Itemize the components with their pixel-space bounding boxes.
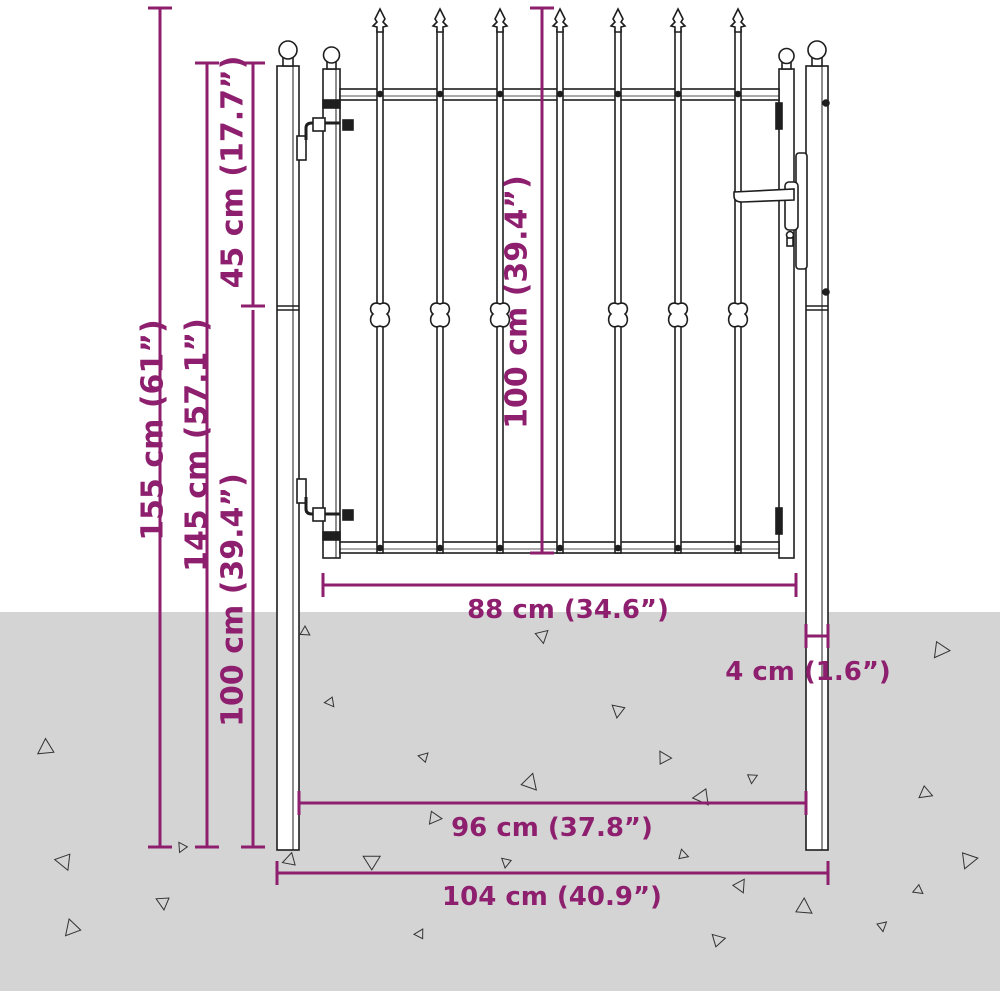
right-post bbox=[805, 40, 830, 851]
pebble bbox=[412, 928, 424, 940]
latch-bracket-bottom bbox=[775, 507, 783, 535]
pebble bbox=[500, 857, 513, 869]
pebble bbox=[64, 918, 82, 937]
gate-bar bbox=[489, 7, 511, 554]
pebble bbox=[659, 750, 673, 765]
pebble bbox=[711, 933, 727, 948]
dimension-labels: 155 cm (61”) 145 cm (57.1”) 45 cm (17.7”… bbox=[136, 56, 891, 912]
upper-hinge bbox=[296, 99, 354, 161]
pebble bbox=[795, 896, 813, 914]
pebble bbox=[691, 788, 709, 806]
gate-bar bbox=[727, 7, 749, 554]
gate-bar bbox=[429, 7, 451, 554]
total-height-label: 155 cm (61”) bbox=[136, 319, 171, 540]
gate-bars bbox=[369, 7, 749, 554]
gate-drawing bbox=[276, 7, 830, 851]
pebble bbox=[323, 696, 335, 708]
left-post bbox=[276, 40, 300, 851]
lower-section-label: 100 cm (39.4”) bbox=[216, 473, 251, 727]
pebble bbox=[918, 784, 934, 799]
pebble bbox=[178, 841, 189, 854]
post-width-label: 4 cm (1.6”) bbox=[725, 657, 891, 687]
gate-height-label: 145 cm (57.1”) bbox=[180, 318, 215, 572]
gate-left-frame bbox=[322, 46, 341, 559]
gate-bar bbox=[551, 7, 569, 554]
gate-width-label: 88 cm (34.6”) bbox=[467, 595, 669, 625]
pebble bbox=[911, 883, 924, 895]
gate-bar bbox=[667, 7, 689, 554]
gate-bar bbox=[607, 7, 629, 554]
pebble bbox=[611, 704, 626, 719]
pebble bbox=[281, 851, 296, 866]
lock-handle bbox=[733, 152, 808, 270]
pebble bbox=[362, 855, 382, 871]
latch-bracket-top bbox=[775, 102, 783, 130]
pebble bbox=[417, 752, 429, 764]
lower-hinge bbox=[296, 478, 354, 541]
pebble bbox=[678, 848, 690, 860]
pebble bbox=[933, 640, 952, 659]
dimension-lines bbox=[148, 6, 830, 885]
pebble bbox=[746, 774, 759, 785]
pebble bbox=[155, 897, 170, 911]
pebble bbox=[961, 852, 979, 870]
pebble bbox=[731, 878, 745, 894]
pebble bbox=[534, 629, 549, 645]
pebble bbox=[520, 772, 537, 791]
gate-bar bbox=[369, 7, 391, 554]
gate-panel-height-label: 100 cm (39.4”) bbox=[500, 175, 535, 429]
pebble bbox=[428, 810, 443, 825]
opening-width-label: 96 cm (37.8”) bbox=[451, 813, 653, 843]
pebble bbox=[876, 921, 888, 933]
top-section-label: 45 cm (17.7”) bbox=[216, 56, 251, 289]
pebble bbox=[53, 853, 71, 872]
pebble bbox=[36, 737, 55, 755]
ground-pebbles bbox=[36, 624, 979, 948]
pebble bbox=[299, 624, 311, 636]
total-width-label: 104 cm (40.9”) bbox=[442, 882, 662, 912]
